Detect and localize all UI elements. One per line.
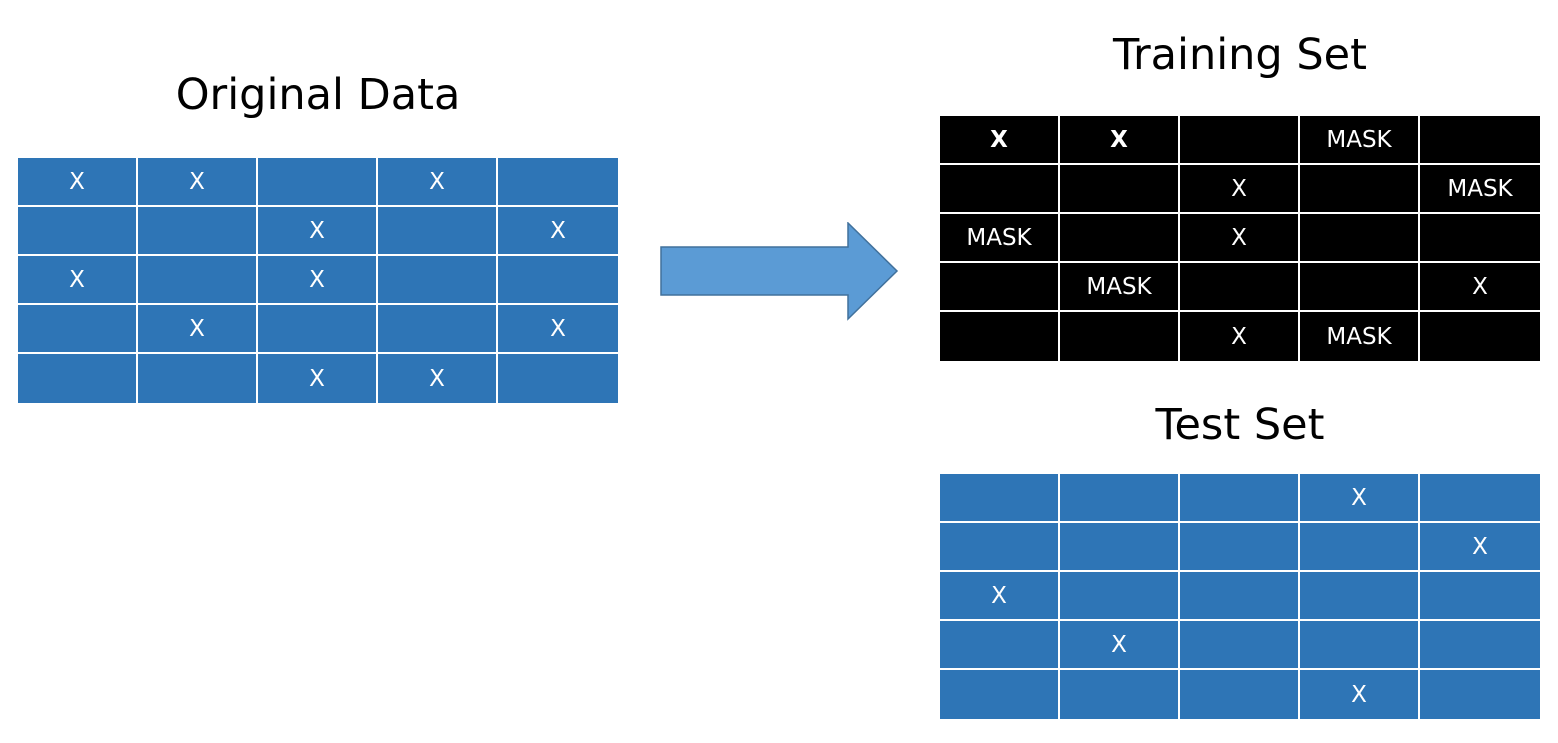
grid-cell <box>1060 312 1180 361</box>
grid-cell: X <box>1300 670 1420 719</box>
grid-cell <box>18 305 138 354</box>
grid-cell <box>1420 621 1540 670</box>
grid-cell <box>378 207 498 256</box>
training-set-title: Training Set <box>1113 30 1367 80</box>
grid-cell <box>1180 116 1300 165</box>
grid-cell <box>940 474 1060 523</box>
grid-cell <box>258 305 378 354</box>
grid-cell <box>1420 670 1540 719</box>
grid-cell: X <box>1180 312 1300 361</box>
grid-cell <box>1180 621 1300 670</box>
grid-cell <box>1060 523 1180 572</box>
grid-cell <box>18 207 138 256</box>
grid-cell <box>378 256 498 305</box>
grid-cell: X <box>1180 214 1300 263</box>
grid-cell <box>1300 263 1420 312</box>
grid-cell <box>1300 523 1420 572</box>
grid-cell: MASK <box>940 214 1060 263</box>
grid-cell <box>18 354 138 403</box>
grid-cell <box>1420 474 1540 523</box>
test-set-title: Test Set <box>1155 400 1325 450</box>
grid-cell: X <box>940 116 1060 165</box>
grid-cell <box>1420 312 1540 361</box>
grid-cell: X <box>378 158 498 207</box>
grid-cell <box>940 621 1060 670</box>
grid-cell <box>378 305 498 354</box>
grid-cell: X <box>498 305 618 354</box>
right-arrow-icon <box>660 222 899 321</box>
grid-cell: X <box>498 207 618 256</box>
grid-cell <box>1060 214 1180 263</box>
grid-cell <box>940 312 1060 361</box>
grid-cell: X <box>18 158 138 207</box>
grid-cell <box>1420 214 1540 263</box>
grid-cell <box>1180 263 1300 312</box>
grid-cell <box>1300 572 1420 621</box>
grid-cell <box>1300 165 1420 214</box>
grid-cell <box>1060 572 1180 621</box>
grid-cell <box>940 523 1060 572</box>
grid-cell <box>1060 165 1180 214</box>
grid-cell <box>498 158 618 207</box>
grid-cell <box>1300 214 1420 263</box>
grid-cell <box>940 263 1060 312</box>
grid-cell <box>1180 572 1300 621</box>
grid-cell: X <box>258 256 378 305</box>
grid-cell <box>138 354 258 403</box>
grid-cell: X <box>1420 263 1540 312</box>
grid-cell <box>1420 572 1540 621</box>
grid-cell <box>1180 523 1300 572</box>
grid-cell: X <box>1060 116 1180 165</box>
grid-cell: X <box>1300 474 1420 523</box>
grid-cell: X <box>1060 621 1180 670</box>
grid-cell <box>138 207 258 256</box>
grid-cell: X <box>258 354 378 403</box>
grid-cell <box>1060 474 1180 523</box>
grid-cell: X <box>378 354 498 403</box>
grid-cell <box>1300 621 1420 670</box>
grid-cell: X <box>138 158 258 207</box>
grid-cell: X <box>1420 523 1540 572</box>
grid-cell <box>498 354 618 403</box>
grid-cell <box>1060 670 1180 719</box>
grid-cell: X <box>940 572 1060 621</box>
grid-cell: X <box>138 305 258 354</box>
grid-cell: X <box>18 256 138 305</box>
original-data-title: Original Data <box>175 70 461 120</box>
grid-cell: MASK <box>1060 263 1180 312</box>
grid-cell: MASK <box>1300 116 1420 165</box>
grid-cell <box>138 256 258 305</box>
grid-cell <box>258 158 378 207</box>
grid-cell: X <box>258 207 378 256</box>
grid-cell <box>940 670 1060 719</box>
grid-cell <box>1420 116 1540 165</box>
grid-cell <box>1180 670 1300 719</box>
grid-cell <box>1180 474 1300 523</box>
grid-cell <box>940 165 1060 214</box>
grid-cell <box>498 256 618 305</box>
grid-cell: MASK <box>1420 165 1540 214</box>
grid-cell: MASK <box>1300 312 1420 361</box>
grid-cell: X <box>1180 165 1300 214</box>
